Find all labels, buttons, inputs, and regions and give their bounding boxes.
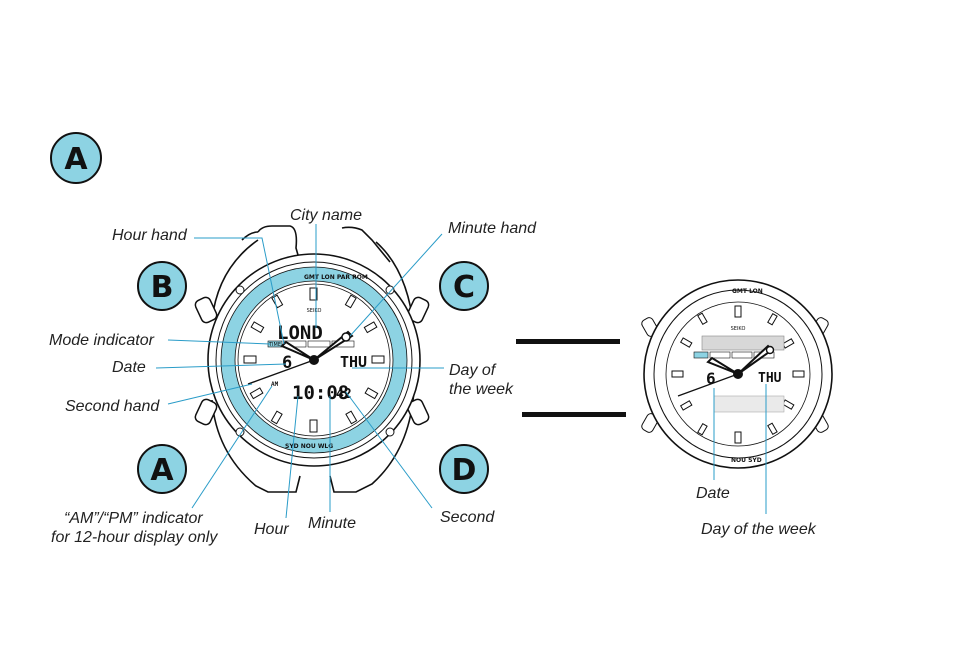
svg-text:TIME: TIME bbox=[268, 342, 281, 348]
section-badge: A bbox=[50, 132, 102, 184]
transition-bar-top bbox=[516, 339, 620, 344]
svg-text:SEIKO: SEIKO bbox=[731, 326, 746, 332]
city-display: LOND bbox=[277, 322, 323, 344]
svg-text:NOU SYD: NOU SYD bbox=[731, 457, 762, 464]
small-bezel-ring: GMT LON NOU SYD bbox=[731, 288, 763, 464]
button-c: C bbox=[439, 261, 489, 311]
label-second: Second bbox=[440, 509, 495, 526]
small-day-display: THU bbox=[758, 371, 782, 386]
main-watch: SEIKO LOND TIME 6 THU AM 10:08 42 bbox=[194, 225, 430, 493]
svg-text:D: D bbox=[452, 453, 477, 488]
svg-text:A: A bbox=[64, 142, 88, 177]
label-mode-indicator: Mode indicator bbox=[49, 332, 155, 349]
svg-text:SYD NOU WLG: SYD NOU WLG bbox=[285, 443, 333, 450]
ampm-display: AM bbox=[271, 381, 279, 388]
bezel-city-ring: GMT LON PAR ROM SYD NOU WLG bbox=[285, 274, 368, 450]
label-hour: Hour bbox=[254, 521, 289, 538]
transition-bar-bottom bbox=[522, 412, 626, 417]
label-second-hand: Second hand bbox=[65, 398, 160, 415]
label-hour-hand: Hour hand bbox=[112, 227, 188, 244]
label-minute-hand: Minute hand bbox=[448, 220, 537, 237]
label-small-date: Date bbox=[696, 485, 730, 502]
svg-text:B: B bbox=[151, 270, 174, 305]
svg-text:GMT LON: GMT LON bbox=[732, 288, 763, 295]
label-the-week: the week bbox=[449, 381, 514, 398]
label-minute: Minute bbox=[308, 515, 356, 532]
day-display: THU bbox=[340, 353, 367, 371]
label-ampm-line1: “AM”/“PM” indicator bbox=[64, 510, 203, 527]
label-city-name: City name bbox=[290, 207, 362, 224]
svg-text:GMT LON PAR ROM: GMT LON PAR ROM bbox=[304, 274, 368, 281]
svg-text:A: A bbox=[150, 453, 174, 488]
label-date: Date bbox=[112, 359, 146, 376]
label-small-day: Day of the week bbox=[701, 521, 817, 538]
small-leader-lines bbox=[713, 384, 767, 514]
label-ampm-line2: for 12-hour display only bbox=[51, 529, 218, 546]
seconds-display: 42 bbox=[336, 387, 352, 402]
svg-text:C: C bbox=[453, 270, 475, 305]
button-d: D bbox=[439, 444, 489, 494]
svg-text:SEIKO: SEIKO bbox=[307, 308, 322, 314]
small-watch: SEIKO 6 THU bbox=[641, 279, 833, 469]
button-b: B bbox=[137, 261, 187, 311]
label-day-of: Day of bbox=[449, 362, 497, 379]
leader-lines bbox=[155, 224, 444, 519]
button-a: A bbox=[137, 444, 187, 494]
time-display: 10:08 bbox=[292, 382, 349, 404]
small-date-display: 6 bbox=[706, 369, 716, 388]
date-display: 6 bbox=[282, 353, 292, 373]
